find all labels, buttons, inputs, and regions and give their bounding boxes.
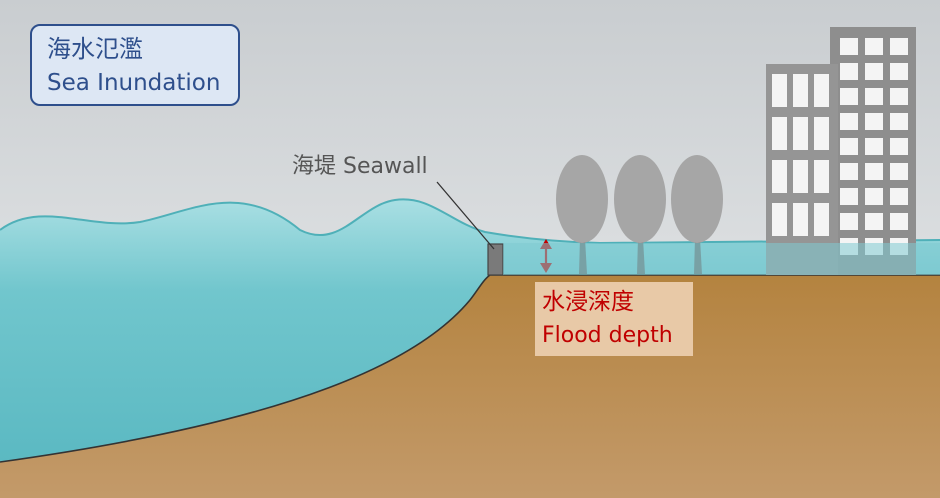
building-window	[865, 113, 883, 130]
building-window	[865, 213, 883, 230]
building-window	[772, 203, 787, 236]
ground	[0, 275, 940, 498]
ground-edge-line	[0, 274, 940, 463]
building-window	[865, 63, 883, 80]
building-window	[772, 74, 787, 107]
building-window	[890, 188, 908, 205]
building-window	[890, 38, 908, 55]
seawall-block	[487, 243, 504, 276]
flood-depth-chinese: 水浸深度	[542, 289, 634, 315]
building-window	[772, 117, 787, 150]
building-window	[840, 188, 858, 205]
building-window	[890, 138, 908, 155]
building-window	[840, 213, 858, 230]
sea-surface-line	[0, 198, 940, 245]
building-window	[890, 63, 908, 80]
building-window	[814, 160, 829, 193]
building-window	[793, 74, 808, 107]
tall-building	[830, 27, 916, 275]
building-window	[840, 113, 858, 130]
title-chinese: 海水氾濫	[47, 35, 143, 63]
building-window	[840, 63, 858, 80]
building-window	[865, 88, 883, 105]
building-window	[865, 38, 883, 55]
flood-depth-english: Flood depth	[542, 323, 673, 348]
building-window	[890, 88, 908, 105]
building-window	[793, 160, 808, 193]
building-window	[865, 138, 883, 155]
title-box: 海水氾濫 Sea Inundation	[30, 24, 240, 106]
building-window	[840, 88, 858, 105]
building-window	[840, 38, 858, 55]
building-window	[865, 163, 883, 180]
building-window	[890, 113, 908, 130]
seawall-label: 海堤 Seawall	[292, 154, 428, 179]
building-window	[814, 74, 829, 107]
building-window	[793, 117, 808, 150]
building-window	[890, 213, 908, 230]
building-window	[840, 163, 858, 180]
seawall-pointer-line	[436, 181, 495, 250]
building-window	[793, 203, 808, 236]
building-window	[840, 138, 858, 155]
short-building	[766, 64, 838, 275]
building-window	[772, 160, 787, 193]
building-window	[814, 117, 829, 150]
building-window	[814, 203, 829, 236]
title-english: Sea Inundation	[47, 70, 221, 96]
building-window	[865, 188, 883, 205]
flood-water-overlay	[503, 243, 940, 275]
building-window	[890, 163, 908, 180]
flood-depth-label-box: 水浸深度 Flood depth	[535, 282, 693, 356]
